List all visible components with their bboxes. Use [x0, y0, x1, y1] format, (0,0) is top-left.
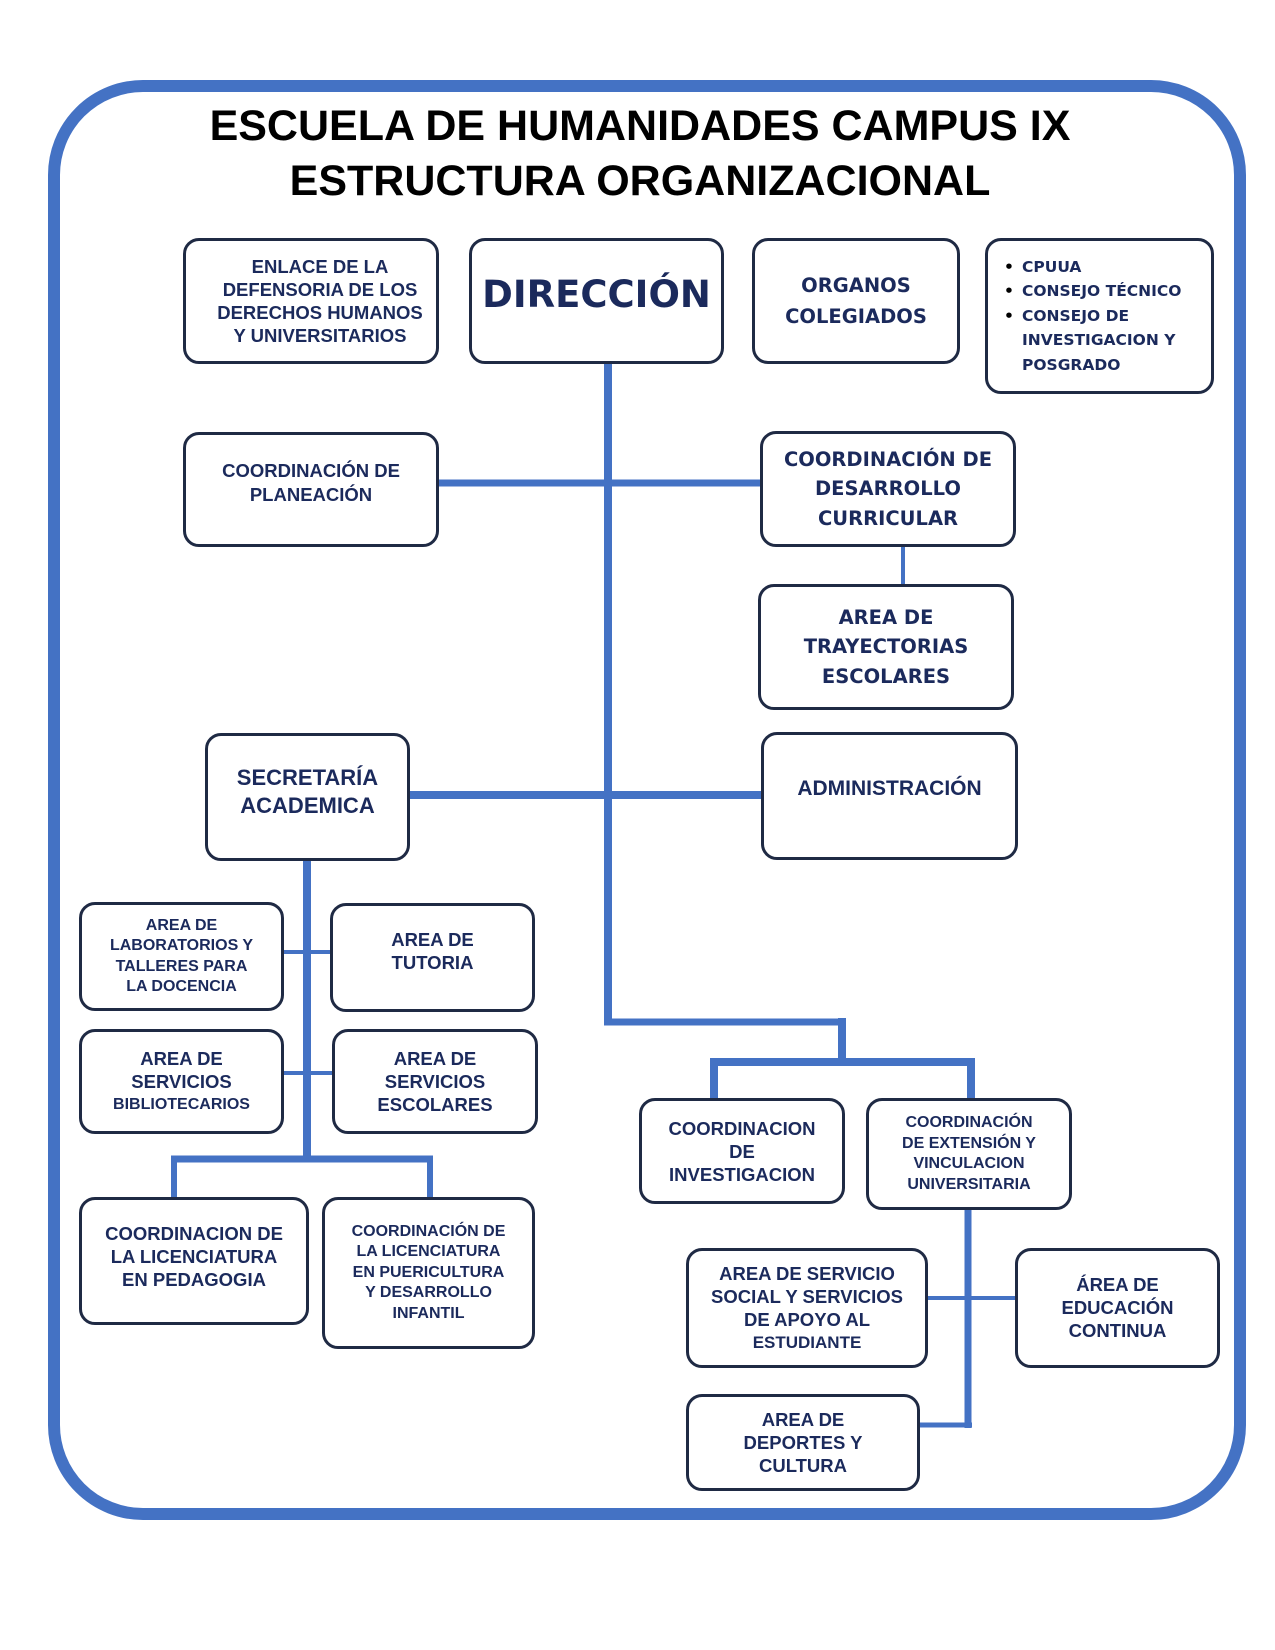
box-text-line: LABORATORIOS Y [109, 937, 254, 954]
diagram-frame [48, 80, 1246, 1520]
box-text-line: COORDINACIÓN DE [783, 447, 993, 471]
box-text-line: VINCULACION [913, 1155, 1025, 1172]
box-text-line: DE [729, 1140, 755, 1162]
box-text-line: INFANTIL [392, 1304, 465, 1322]
box-text-line: DEPORTES Y [743, 1432, 863, 1453]
box-text-line: AREA DE [145, 916, 218, 934]
box-area-servicios-bibliotecarios: AREA DE SERVICIOS BIBLIOTECARIOS [79, 1029, 284, 1134]
box-text-line: LA LICENCIATURA [356, 1243, 501, 1261]
box-text-line: AREA DE SERVICIO [719, 1263, 895, 1284]
box-coordinacion-licenciatura-puericultura: COORDINACIÓN DE LA LICENCIATURA EN PUERI… [322, 1197, 535, 1349]
box-text-line: ADMINISTRACIÓN [797, 777, 982, 800]
box-direccion: DIRECCIÓN [469, 238, 724, 364]
box-text-line: SERVICIOS [384, 1071, 486, 1092]
box-text-line: ACADEMICA [240, 793, 375, 818]
list-item-text: POSGRADO [1022, 355, 1121, 374]
box-text-line: DE EXTENSIÓN Y [902, 1134, 1036, 1152]
list-item: CONSEJO TÉCNICO [1004, 279, 1182, 304]
list-item-text: CONSEJO TÉCNICO [1022, 282, 1182, 301]
box-text-line: CONTINUA [1068, 1320, 1167, 1341]
box-text-line: AREA DE [393, 1048, 477, 1069]
box-text-line: SERVICIOS [131, 1071, 232, 1092]
box-coordinacion-desarrollo-curricular: COORDINACIÓN DE DESARROLLO CURRICULAR [760, 431, 1016, 547]
box-text-line: PLANEACIÓN [249, 484, 373, 505]
box-area-laboratorios-talleres: AREA DE LABORATORIOS Y TALLERES PARA LA … [79, 902, 284, 1011]
box-organos-list: CPUUA CONSEJO TÉCNICO CONSEJO DE INVESTI… [985, 238, 1214, 394]
box-enlace-defensoria: ENLACE DE LA DEFENSORIA DE LOS DERECHOS … [183, 238, 439, 364]
box-text-line: AREA DE [838, 605, 934, 629]
box-text-line: CURRICULAR [817, 506, 959, 530]
box-text-line: CULTURA [758, 1455, 848, 1476]
box-text-line: LA LICENCIATURA [110, 1246, 278, 1267]
box-organos-colegiados: ORGANOS COLEGIADOS [752, 238, 960, 364]
box-text-line: ESCOLARES [377, 1094, 493, 1115]
box-coordinacion-investigacion: COORDINACION DE INVESTIGACION [639, 1098, 845, 1204]
organos-list: CPUUA CONSEJO TÉCNICO CONSEJO DE INVESTI… [994, 255, 1182, 378]
box-text-line: DIRECCIÓN [482, 273, 711, 316]
box-text-line: COORDINACIÓN [905, 1114, 1033, 1131]
box-area-educacion-continua: ÁREA DE EDUCACIÓN CONTINUA [1015, 1248, 1220, 1368]
box-text-line: Y UNIVERSITARIOS [233, 325, 407, 346]
box-text-line: Y DESARROLLO [365, 1284, 492, 1302]
box-text-line: DERECHOS HUMANOS [217, 302, 423, 323]
box-text-line: COLEGIADOS [785, 305, 927, 328]
box-text-line: EDUCACIÓN [1061, 1297, 1174, 1318]
box-text-line: AREA DE [391, 929, 474, 950]
box-text-line: SECRETARÍA [236, 765, 379, 790]
list-item-text: CONSEJO DE [1022, 306, 1130, 325]
box-text-line: COORDINACIÓN DE [222, 460, 400, 481]
box-text-line: LA DOCENCIA [126, 978, 237, 995]
list-item-text: INVESTIGACION Y [1022, 331, 1176, 350]
box-administracion: ADMINISTRACIÓN [761, 732, 1018, 860]
box-text-line: DESARROLLO [815, 477, 961, 501]
box-coordinacion-planeacion: COORDINACIÓN DE PLANEACIÓN [183, 432, 439, 547]
box-text-line: SOCIAL Y SERVICIOS [711, 1286, 903, 1307]
box-text-line: ORGANOS [801, 274, 911, 297]
box-text-line: DEFENSORIA DE LOS [222, 279, 418, 300]
box-text-line: EN PEDAGOGIA [122, 1269, 266, 1290]
box-text-line: COORDINACION [668, 1117, 816, 1139]
box-secretaria-academica: SECRETARÍA ACADEMICA [205, 733, 410, 861]
box-area-trayectorias-escolares: AREA DE TRAYECTORIAS ESCOLARES [758, 584, 1014, 710]
box-text-line: EN PUERICULTURA [352, 1263, 505, 1281]
box-text-line: ESCOLARES [821, 664, 951, 688]
box-text-line: ENLACE DE LA [251, 256, 389, 277]
box-text-line: AREA DE [761, 1409, 845, 1430]
list-item: CONSEJO DE [1004, 304, 1181, 329]
list-item-continuation: POSGRADO [1022, 353, 1181, 378]
box-area-deportes-cultura: AREA DE DEPORTES Y CULTURA [686, 1394, 920, 1491]
box-area-servicios-escolares: AREA DE SERVICIOS ESCOLARES [332, 1029, 538, 1134]
box-text-line: AREA DE [140, 1048, 223, 1069]
box-text-line: COORDINACION DE [105, 1223, 283, 1244]
list-item-text: CPUUA [1022, 257, 1082, 276]
box-text-line: UNIVERSITARIA [907, 1175, 1031, 1193]
box-text-line: ÁREA DE [1076, 1274, 1159, 1295]
box-text-line: TALLERES PARA [115, 957, 248, 975]
box-text-line: COORDINACIÓN DE [351, 1222, 506, 1240]
box-text-line: TUTORIA [391, 952, 474, 973]
box-area-servicio-social: AREA DE SERVICIO SOCIAL Y SERVICIOS DE A… [686, 1248, 928, 1368]
list-item-continuation: INVESTIGACION Y [1022, 328, 1181, 353]
box-area-tutoria: AREA DE TUTORIA [330, 903, 535, 1012]
box-text-line: BIBLIOTECARIOS [113, 1096, 250, 1113]
box-text-line: INVESTIGACION [669, 1163, 815, 1185]
box-text-line: TRAYECTORIAS [803, 635, 969, 659]
box-coordinacion-licenciatura-pedagogia: COORDINACION DE LA LICENCIATURA EN PEDAG… [79, 1197, 309, 1325]
box-text-line: ESTUDIANTE [752, 1333, 862, 1352]
box-coordinacion-extension-vinculacion: COORDINACIÓN DE EXTENSIÓN Y VINCULACION … [866, 1098, 1072, 1210]
box-text-line: DE APOYO AL [743, 1309, 871, 1330]
diagram-title-line-2: ESTRUCTURA ORGANIZACIONAL [289, 157, 991, 205]
diagram-title-line-1: ESCUELA DE HUMANIDADES CAMPUS IX [209, 102, 1071, 150]
list-item: CPUUA [1004, 255, 1181, 280]
